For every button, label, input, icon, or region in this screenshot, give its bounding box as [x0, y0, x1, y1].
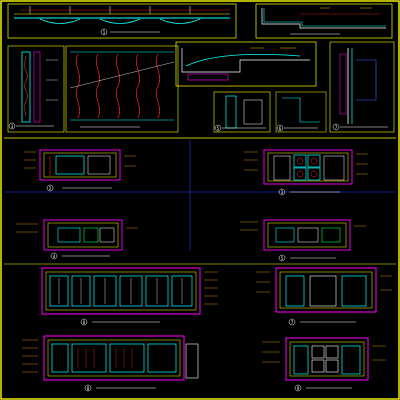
elevation-c: 4	[16, 219, 138, 260]
detail-small-joint: 6	[275, 91, 327, 133]
elevation-e: 6	[41, 267, 218, 326]
elevation-b: 3	[244, 149, 368, 196]
elevation-number-a: 2	[49, 186, 52, 191]
detail-wall-section: 7	[329, 41, 395, 133]
detail-cabinet-section: 5	[175, 41, 317, 133]
detail-step-section	[255, 3, 393, 39]
elevation-d: 5	[240, 219, 366, 262]
elevation-number-f: 7	[291, 320, 294, 325]
elevation-f: 7	[256, 267, 392, 326]
detail-baluster-elevation	[65, 45, 179, 133]
elevation-number-d: 5	[281, 256, 284, 261]
detail-number-6: 6	[279, 126, 282, 131]
detail-number-5: 5	[217, 126, 220, 131]
elevation-number-b: 3	[281, 190, 284, 195]
elevation-g: 8	[22, 335, 199, 392]
elevation-number-g: 8	[87, 386, 90, 391]
detail-band-top: 1 3	[7, 3, 395, 133]
elevation-a: 2	[24, 149, 136, 192]
elevation-h: 9	[262, 337, 386, 392]
detail-number-1: 1	[103, 30, 106, 35]
detail-panel-left: 3	[7, 45, 65, 133]
detail-number-3: 3	[11, 124, 14, 129]
detail-section-strip: 1	[7, 3, 237, 39]
elevation-number-h: 9	[297, 386, 300, 391]
elevation-number-e: 6	[83, 320, 86, 325]
elevation-number-c: 4	[53, 254, 56, 259]
crosshair-guides	[4, 140, 396, 250]
detail-number-7: 7	[335, 125, 338, 130]
